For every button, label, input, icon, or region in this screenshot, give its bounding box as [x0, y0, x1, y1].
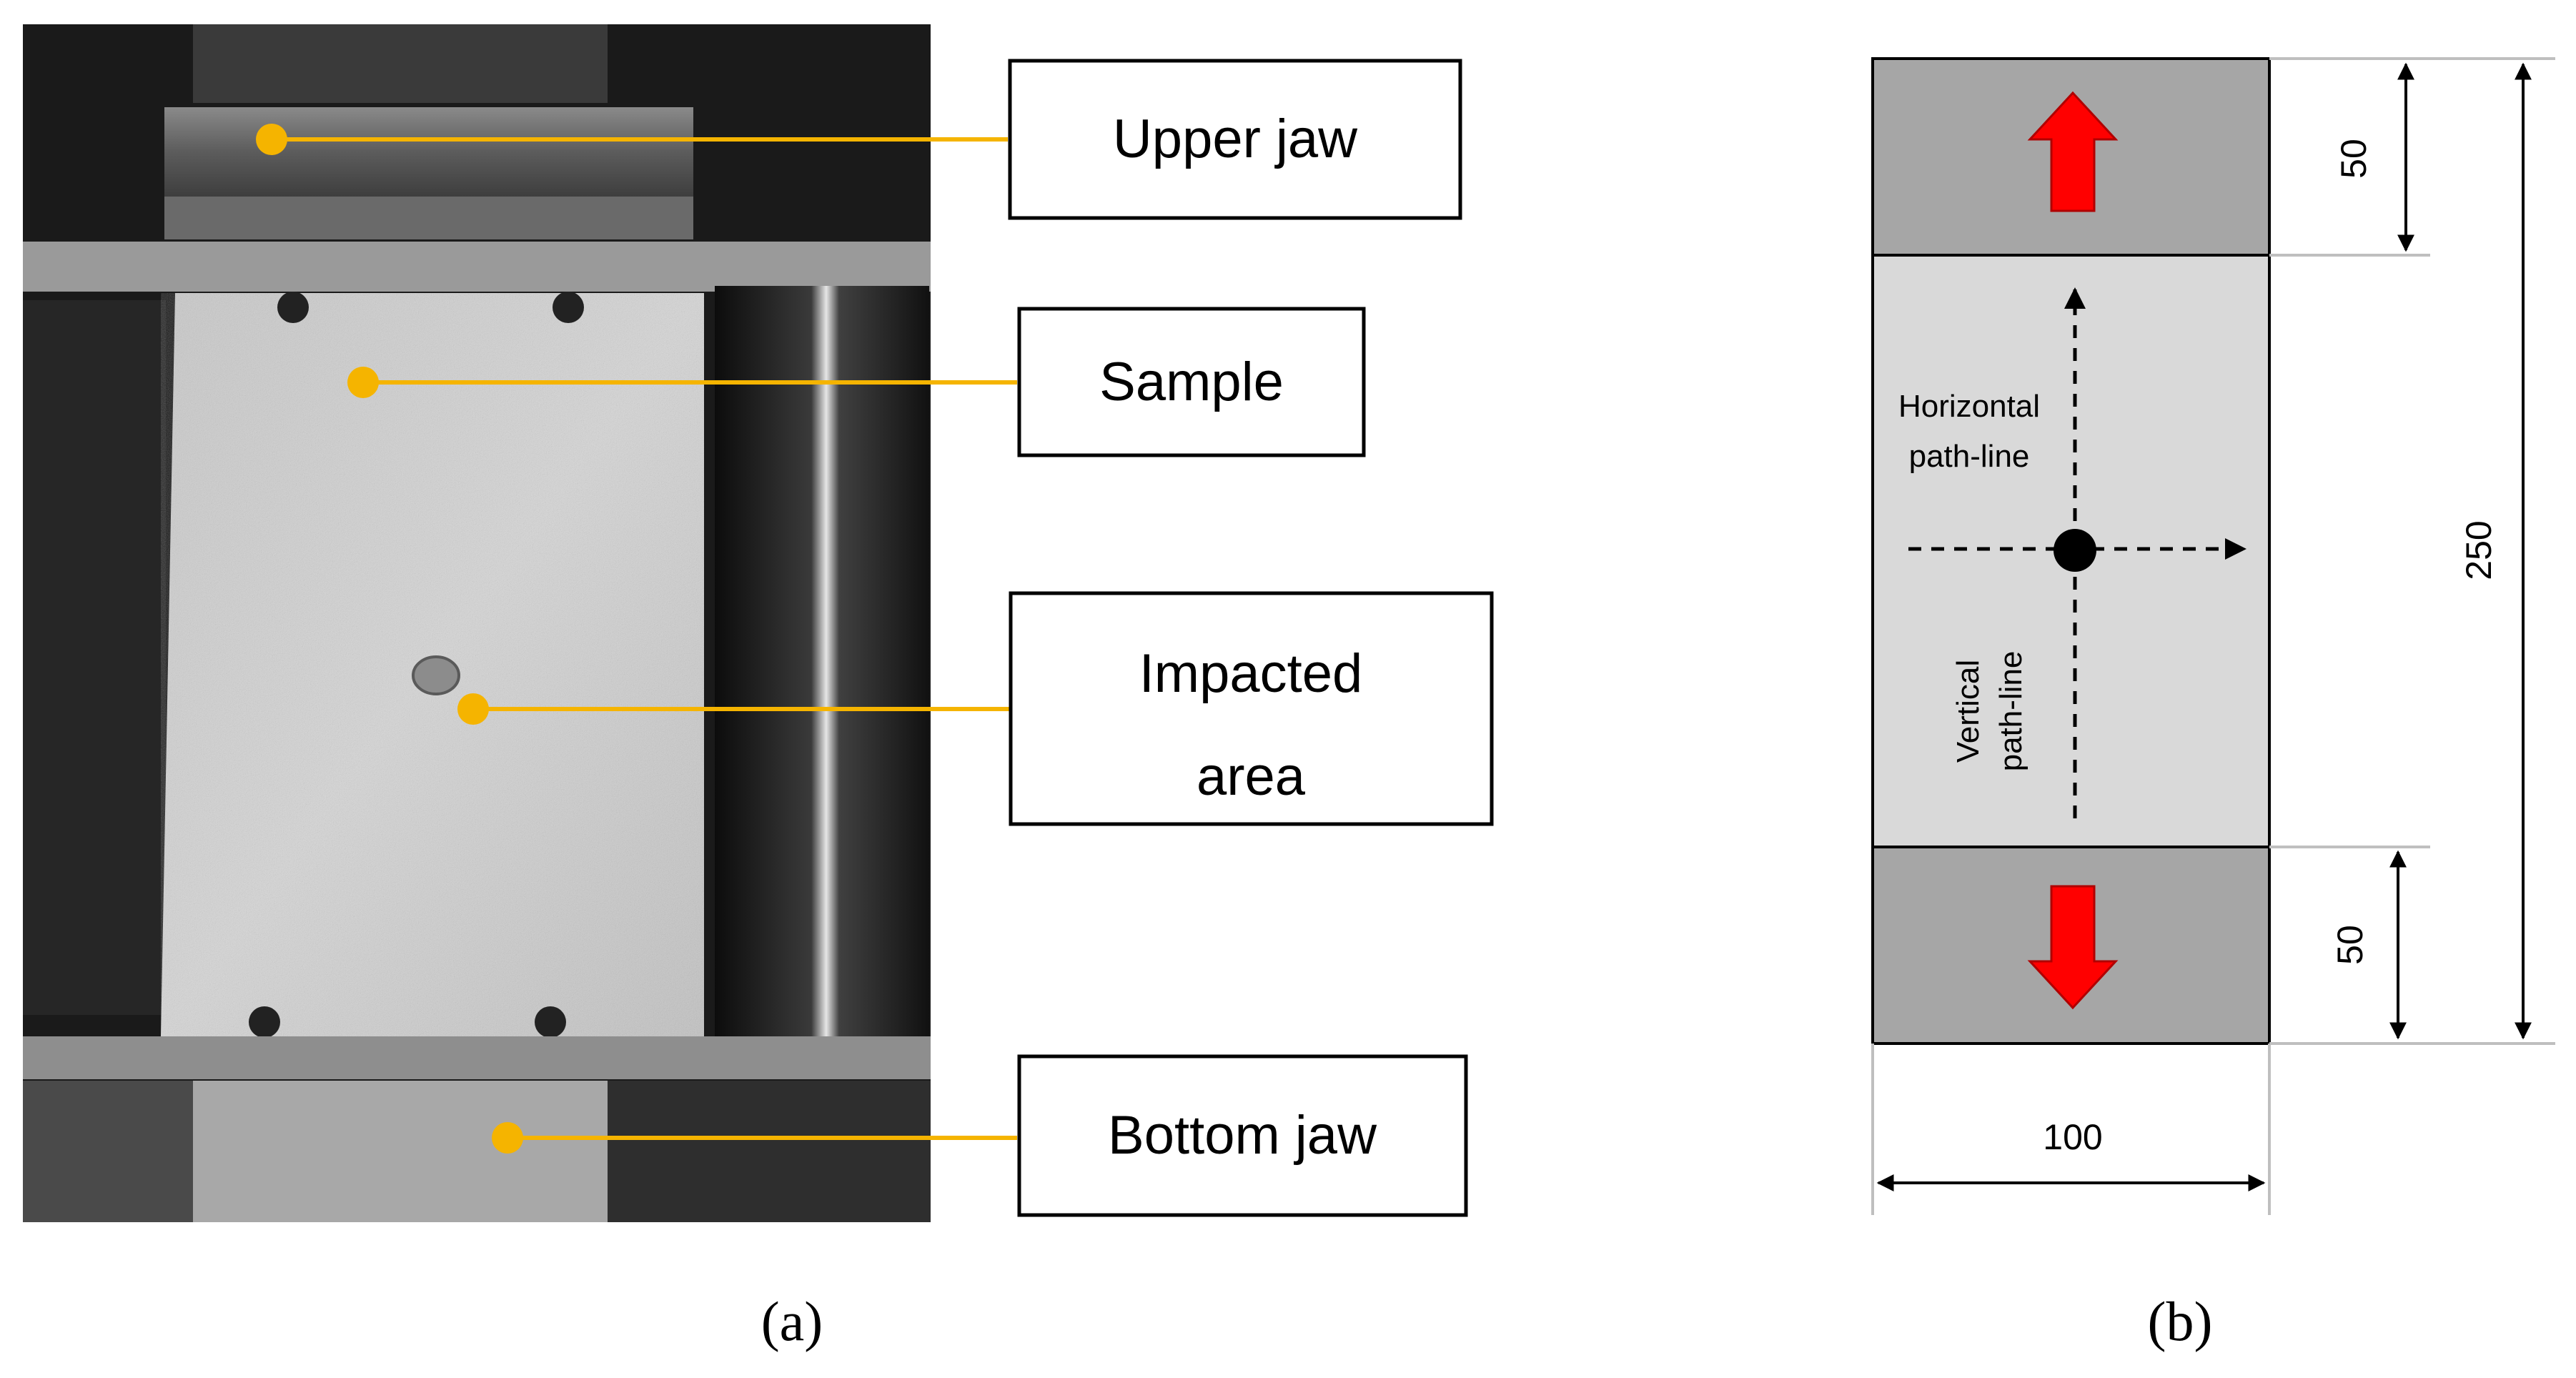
- load-arrow-down-icon: [2027, 885, 2119, 1010]
- load-arrow-up-icon: [2027, 91, 2119, 212]
- leader-dot: [347, 367, 379, 398]
- upper-crossbar: [23, 242, 931, 292]
- impact-mark: [412, 655, 460, 695]
- bottom-jaw-block: [193, 1081, 608, 1222]
- callout-impacted-text-2: area: [1197, 746, 1306, 807]
- leader-dot: [457, 693, 489, 725]
- callout-sample: Sample: [1017, 307, 1366, 457]
- callout-bottom-jaw-text: Bottom jaw: [1108, 1105, 1377, 1166]
- dim-total-length-label: 250: [2459, 520, 2499, 580]
- guide-rod: [715, 286, 929, 1044]
- callout-impacted-text-1: Impacted: [1139, 643, 1363, 704]
- dimension-lines: [1871, 57, 2555, 1215]
- callout-impacted-area: Impacted area: [1009, 591, 1494, 826]
- left-machinery: [23, 300, 166, 1015]
- lower-crossbar: [23, 1036, 931, 1079]
- dim-grip-bottom-label: 50: [2330, 925, 2370, 965]
- machine-head: [193, 24, 608, 103]
- bolt: [249, 1006, 280, 1038]
- callout-bottom-jaw: Bottom jaw: [1017, 1054, 1468, 1217]
- photo-panel: [23, 24, 931, 1222]
- bolt: [535, 1006, 566, 1038]
- specimen-schematic: Horizontal path-line Vertical path-line: [1871, 57, 2271, 1045]
- dim-grip-top-label: 50: [2334, 139, 2374, 179]
- leader-lines: [256, 124, 1017, 1154]
- dim-width-label: 100: [2043, 1117, 2102, 1157]
- callout-upper-jaw-text: Upper jaw: [1113, 109, 1358, 169]
- callout-sample-text: Sample: [1099, 352, 1284, 412]
- upper-jaw-plate: [164, 107, 693, 197]
- caption-b: (b): [2148, 1290, 2213, 1352]
- leader-dot: [492, 1122, 523, 1154]
- caption-a: (a): [761, 1290, 823, 1352]
- bolt: [277, 292, 309, 323]
- bottom-jaw-right: [608, 1081, 931, 1222]
- horizontal-path-label-2: path-line: [1909, 439, 2030, 474]
- horizontal-path-label-1: Horizontal: [1898, 389, 2040, 424]
- callout-upper-jaw: Upper jaw: [1008, 59, 1462, 220]
- leader-dot: [256, 124, 287, 155]
- bolt: [553, 292, 584, 323]
- vertical-path-label-2: path-line: [1993, 651, 2028, 772]
- upper-clamp-bar: [164, 197, 693, 239]
- impact-point-icon: [2054, 529, 2096, 572]
- bottom-jaw-left: [23, 1081, 193, 1222]
- vertical-path-label-1: Vertical: [1951, 660, 1986, 763]
